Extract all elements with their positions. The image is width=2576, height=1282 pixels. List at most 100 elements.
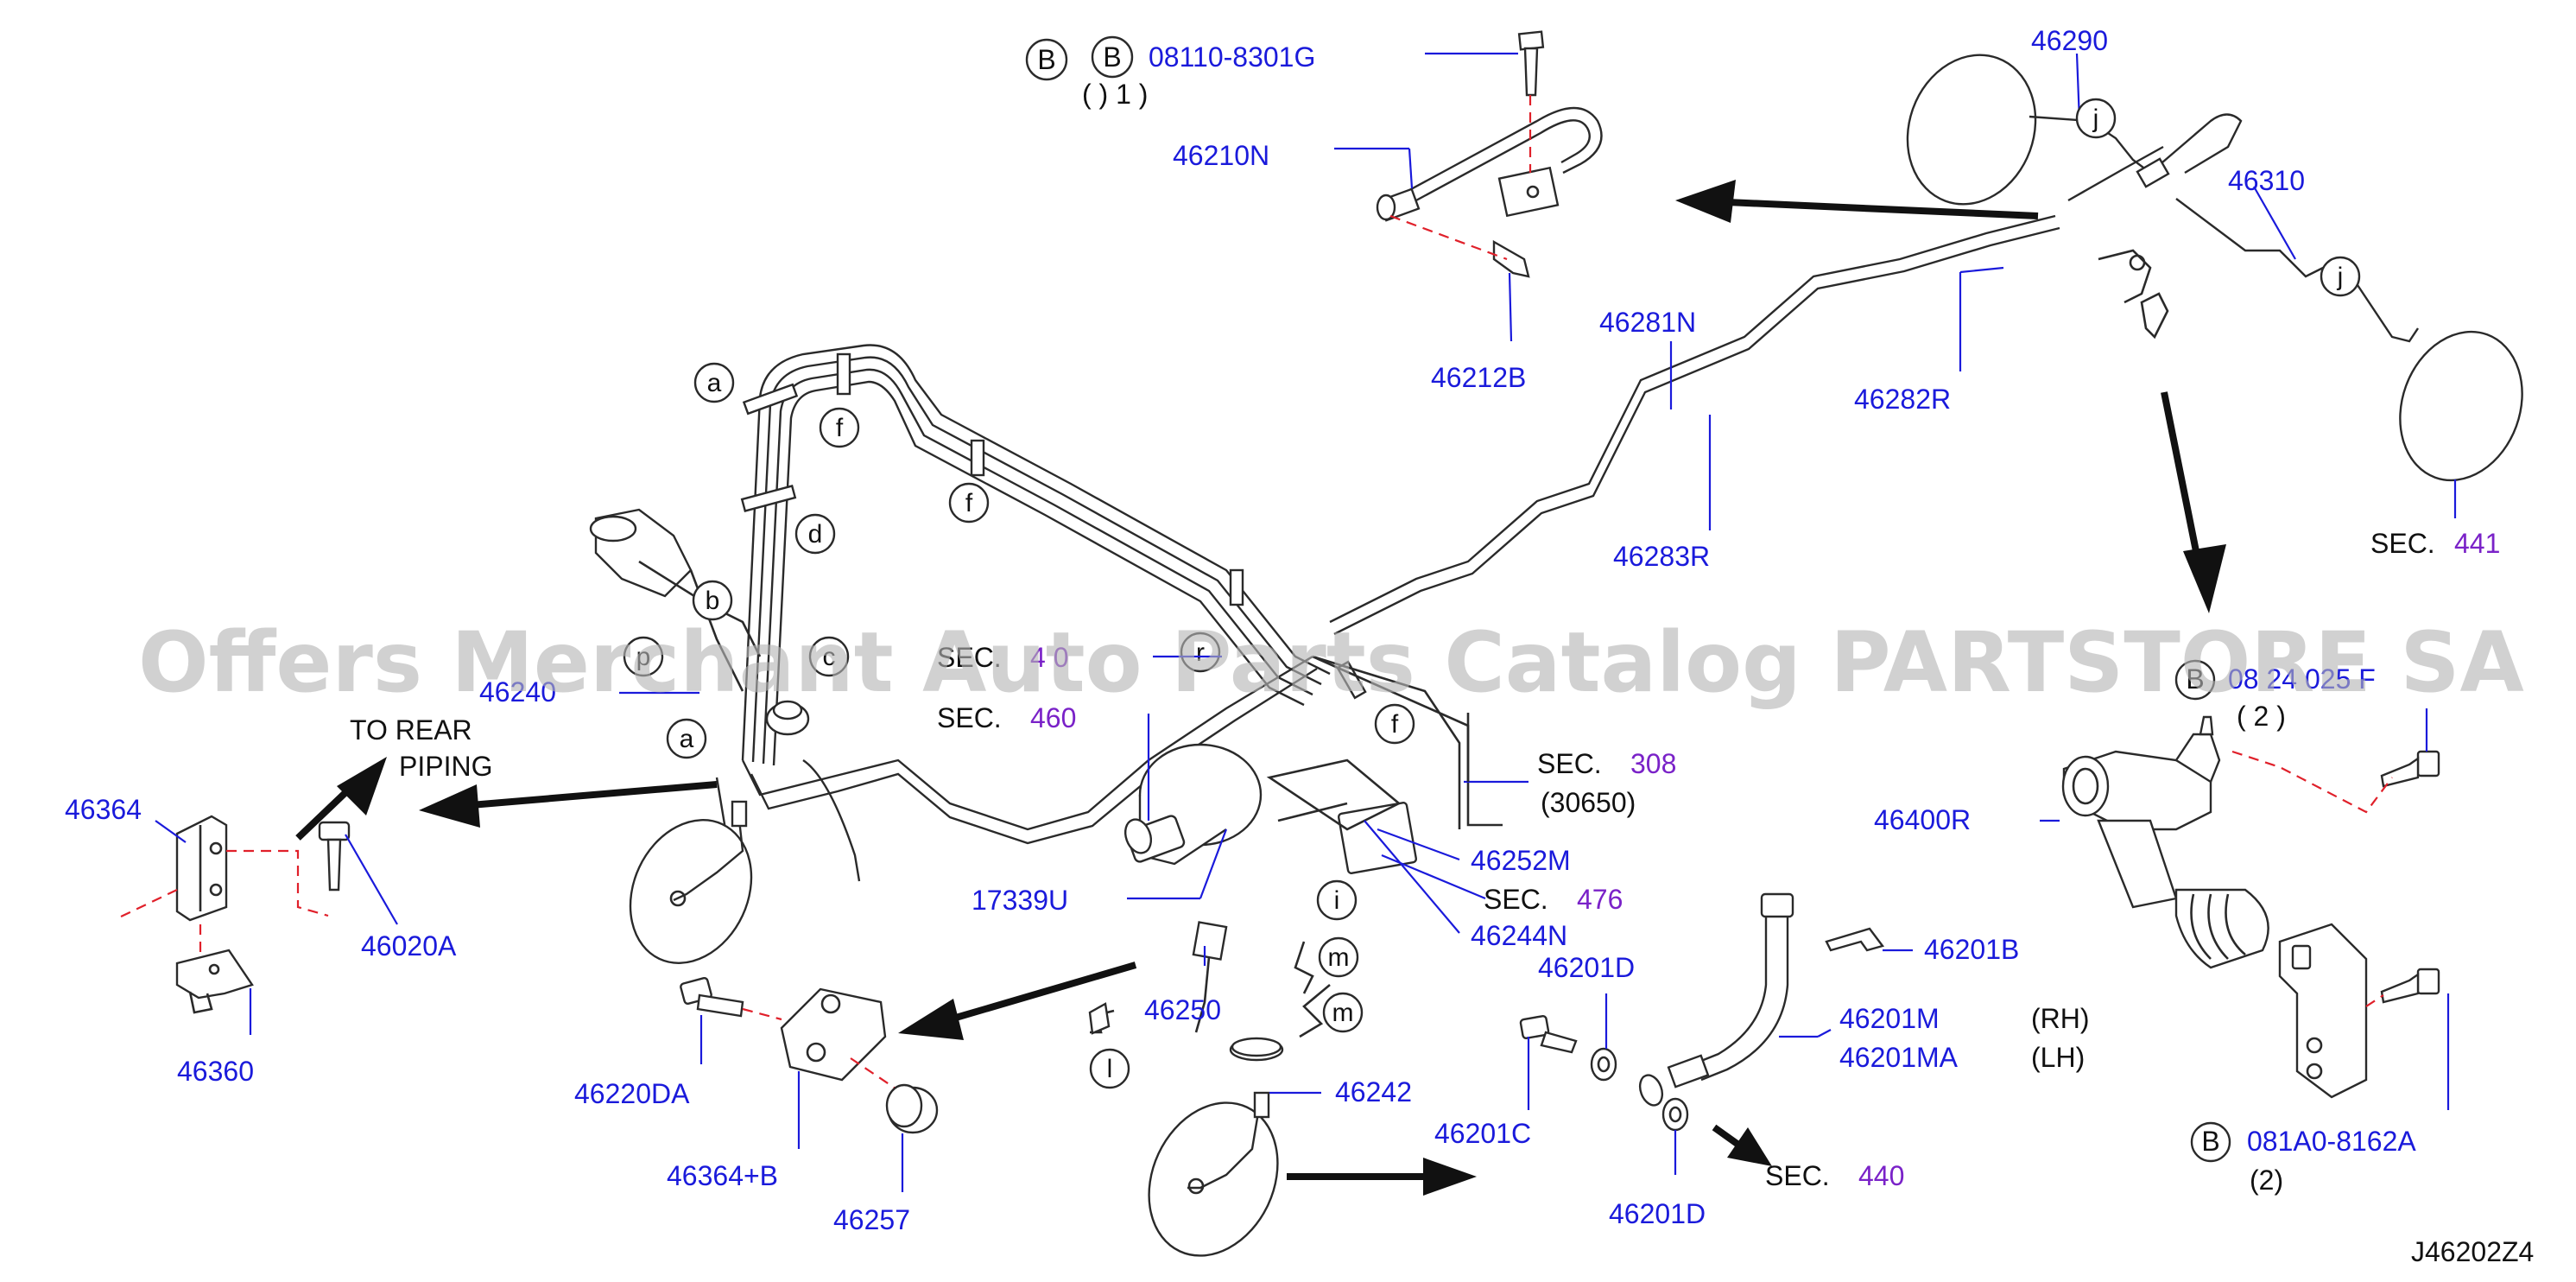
callout-m: m xyxy=(1318,936,1359,978)
bolt-label-top: B B 08110-8301G ( ) 1 ) 46210N 46212B xyxy=(1025,35,1526,393)
sec-440: 440 xyxy=(1858,1160,1904,1191)
pn-46282R: 46282R xyxy=(1854,384,1951,415)
pn-46201C: 46201C xyxy=(1434,1118,1531,1149)
assembly-46201: 46201D 46201C 46201D 46201B 46201M 46201… xyxy=(1434,892,2090,1229)
callout-e-1: a xyxy=(693,362,735,403)
svg-text:B: B xyxy=(2186,663,2204,695)
svg-text:f: f xyxy=(836,414,844,442)
pn-46252M: 46252M xyxy=(1471,845,1571,876)
callout-a: a xyxy=(666,718,707,759)
svg-text:PIPING: PIPING xyxy=(399,751,492,782)
svg-text:p: p xyxy=(636,643,651,671)
svg-text:B: B xyxy=(1037,44,1055,75)
callout-i: i xyxy=(1316,879,1358,921)
arrow-down-right xyxy=(2161,391,2226,613)
pn-46364: 46364 xyxy=(65,794,142,825)
svg-text:m: m xyxy=(1328,943,1350,972)
pn-46212B: 46212B xyxy=(1431,362,1526,393)
pn-46360: 46360 xyxy=(177,1056,254,1087)
callout-p: p xyxy=(623,636,664,677)
svg-text:( 2 ): ( 2 ) xyxy=(2237,701,2286,732)
assembly-46364B: 46220DA 46364+B 46257 xyxy=(574,976,939,1235)
pipe-labels: 46281N 46282R 46283R SEC. 441 xyxy=(1599,266,2500,572)
pn-46281N: 46281N xyxy=(1599,307,1696,338)
svg-text:d: d xyxy=(808,520,823,549)
pn-46400R: 46400R xyxy=(1874,804,1971,835)
pn-46201D-top: 46201D xyxy=(1538,952,1635,983)
pn-46201B: 46201B xyxy=(1924,934,2019,965)
callout-b: b xyxy=(692,580,733,621)
master-cylinder-area xyxy=(1088,655,1503,1038)
pn-46257: 46257 xyxy=(833,1204,910,1235)
pn-46020A: 46020A xyxy=(361,930,457,962)
svg-text:c: c xyxy=(823,643,836,671)
sec-476: 476 xyxy=(1577,884,1623,915)
arrow-to-rear-left: TO REAR PIPING xyxy=(295,714,718,841)
svg-text:f: f xyxy=(965,489,973,517)
svg-text:SEC.: SEC. xyxy=(937,642,1002,673)
svg-text:l: l xyxy=(1107,1055,1113,1083)
callout-c: c xyxy=(808,636,850,677)
pn-46244N: 46244N xyxy=(1471,920,1567,951)
assembly-46242: 46242 xyxy=(1148,1037,1477,1257)
pn-46283R: 46283R xyxy=(1613,541,1710,572)
sec-308: 308 xyxy=(1630,748,1676,779)
assembly-46290-46310: j j 46290 46310 xyxy=(1906,25,2523,518)
svg-text:SEC.: SEC. xyxy=(1537,748,1602,779)
svg-text:i: i xyxy=(1334,886,1340,915)
callout-f: f xyxy=(819,407,860,448)
center-labels: SEC. 4 0 SEC. 460 SEC. 308 (30650) 46252… xyxy=(479,642,1676,1025)
svg-text:(30650): (30650) xyxy=(1541,787,1636,818)
callout-f: f xyxy=(1374,703,1415,745)
left-hose xyxy=(629,800,753,964)
callout-m: m xyxy=(1322,992,1364,1033)
svg-text:TO REAR: TO REAR xyxy=(350,714,472,746)
pn-46210N: 46210N xyxy=(1173,140,1269,171)
pn-46201M: 46201M xyxy=(1839,1003,1940,1034)
svg-text:SEC.: SEC. xyxy=(2370,528,2435,559)
pn-46290: 46290 xyxy=(2031,25,2108,56)
svg-text:a: a xyxy=(680,725,694,753)
arrow-top-left xyxy=(1675,180,2039,223)
svg-text:j: j xyxy=(2092,105,2099,133)
watermark: Offers Merchant Auto Parts Catalog PARTS… xyxy=(138,614,2524,711)
svg-text:(2): (2) xyxy=(2250,1165,2283,1196)
svg-text:SEC.: SEC. xyxy=(1765,1160,1830,1191)
callout-circles: a xyxy=(693,362,735,403)
callout-l: l xyxy=(1089,1048,1130,1089)
pn-46310: 46310 xyxy=(2228,165,2305,196)
arrow-center-left xyxy=(898,962,1137,1040)
pn-46364B: 46364+B xyxy=(667,1160,778,1191)
svg-text:SEC.: SEC. xyxy=(937,702,1002,733)
svg-text:b: b xyxy=(706,587,720,615)
sec-4x0: 4 0 xyxy=(1030,642,1068,673)
sec-460: 460 xyxy=(1030,702,1076,733)
pn-46240: 46240 xyxy=(479,676,556,708)
svg-text:(LH): (LH) xyxy=(2031,1042,2085,1073)
svg-text:f: f xyxy=(1391,710,1399,739)
callout-d: d xyxy=(794,513,836,555)
callout-f: f xyxy=(948,482,990,524)
assembly-46210N xyxy=(1334,30,1603,342)
svg-text:m: m xyxy=(1332,999,1354,1027)
svg-text:(RH): (RH) xyxy=(2031,1003,2090,1034)
main-pipe-bundle xyxy=(715,214,2060,882)
svg-text:r: r xyxy=(1196,638,1205,667)
callout-r: r xyxy=(1180,631,1221,673)
sec-441: 441 xyxy=(2454,528,2500,559)
pn-081A0-8162A: 081A0-8162A xyxy=(2247,1126,2416,1157)
pn-46242: 46242 xyxy=(1335,1076,1412,1107)
pn-08110-8301G: 08110-8301G xyxy=(1149,41,1315,73)
svg-text:B: B xyxy=(2201,1126,2219,1157)
pn-08-24-025: 08 24 025 F xyxy=(2228,663,2376,695)
assembly-46364: 46364 46020A 46360 xyxy=(65,794,457,1087)
figure-code: J46202Z4 xyxy=(2411,1236,2534,1267)
assembly-46400R: 46400R B 08 24 025 F ( 2 ) B 081A0-8162A… xyxy=(1874,659,2450,1196)
pn-46201D-bottom: 46201D xyxy=(1609,1198,1706,1229)
pn-46220DA: 46220DA xyxy=(574,1078,690,1109)
svg-text:j: j xyxy=(2337,263,2344,291)
svg-text:SEC.: SEC. xyxy=(1484,884,1548,915)
pn-17339U: 17339U xyxy=(972,885,1068,916)
